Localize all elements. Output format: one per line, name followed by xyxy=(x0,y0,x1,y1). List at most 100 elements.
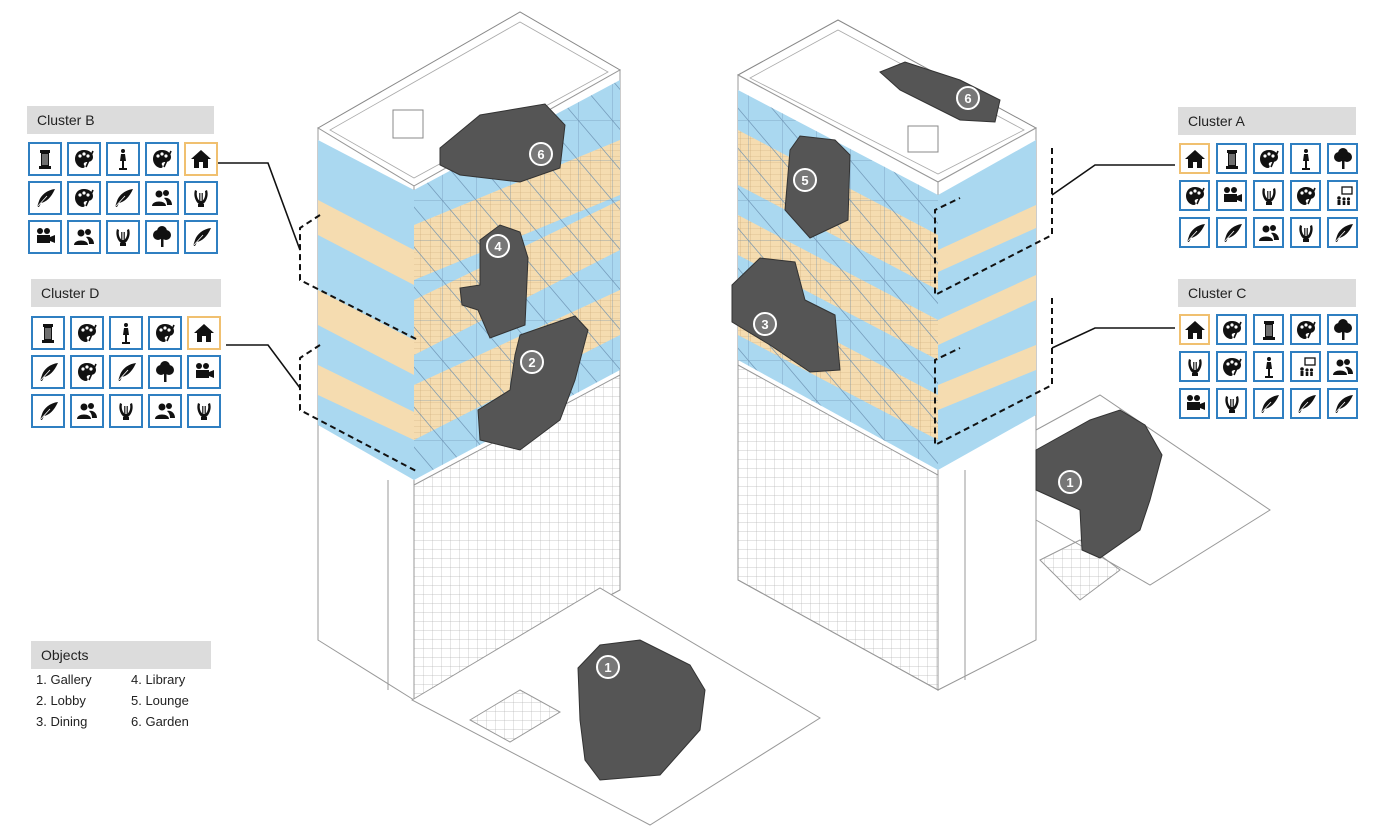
svg-text:1: 1 xyxy=(604,660,611,675)
marker-left-1: 1 xyxy=(596,655,620,679)
house-icon xyxy=(184,142,218,176)
marker-right-5: 5 xyxy=(793,168,817,192)
tree-icon xyxy=(145,220,179,254)
tree-icon xyxy=(148,355,182,389)
cluster-c-title: Cluster C xyxy=(1178,279,1356,307)
palette-icon xyxy=(1216,351,1247,382)
tree-icon xyxy=(1327,143,1358,174)
left-roof-box xyxy=(392,109,424,139)
cluster-d-title: Cluster D xyxy=(31,279,221,307)
house-icon xyxy=(187,316,221,350)
feather-icon xyxy=(109,355,143,389)
feather-icon xyxy=(31,394,65,428)
palette-icon xyxy=(67,181,101,215)
cluster-d-grid xyxy=(31,316,221,428)
left-volume-2 xyxy=(477,315,589,451)
lyre-icon xyxy=(187,394,221,428)
camera-icon xyxy=(28,220,62,254)
lyre-icon xyxy=(184,181,218,215)
feather-icon xyxy=(1179,217,1210,248)
palette-icon xyxy=(70,355,104,389)
people-icon xyxy=(67,220,101,254)
feather-icon xyxy=(31,355,65,389)
object-item-4: 4. Library xyxy=(131,672,186,687)
palette-icon xyxy=(145,142,179,176)
left-volume-4 xyxy=(459,224,529,339)
palette-icon xyxy=(1253,143,1284,174)
palette-icon xyxy=(1290,314,1321,345)
audience-icon xyxy=(1327,180,1358,211)
marker-right-3: 3 xyxy=(753,312,777,336)
svg-text:4: 4 xyxy=(494,239,502,254)
column-icon xyxy=(1253,314,1284,345)
camera-icon xyxy=(1216,180,1247,211)
palette-icon xyxy=(67,142,101,176)
lyre-icon xyxy=(1253,180,1284,211)
feather-icon xyxy=(1253,388,1284,419)
statue-icon xyxy=(109,316,143,350)
palette-icon xyxy=(148,316,182,350)
palette-icon xyxy=(1216,314,1247,345)
palette-icon xyxy=(1290,180,1321,211)
camera-icon xyxy=(187,355,221,389)
feather-icon xyxy=(1327,217,1358,248)
cluster-a-connector xyxy=(1051,164,1175,196)
feather-icon xyxy=(1216,217,1247,248)
people-icon xyxy=(148,394,182,428)
svg-text:2: 2 xyxy=(528,355,535,370)
feather-icon xyxy=(184,220,218,254)
cluster-d-connector xyxy=(226,344,301,389)
lyre-icon xyxy=(106,220,140,254)
people-icon xyxy=(145,181,179,215)
svg-text:1: 1 xyxy=(1066,475,1073,490)
statue-icon xyxy=(1253,351,1284,382)
cluster-b-connector xyxy=(218,162,301,251)
statue-icon xyxy=(106,142,140,176)
people-icon xyxy=(1327,351,1358,382)
left-tower xyxy=(299,11,821,826)
lyre-icon xyxy=(1216,388,1247,419)
svg-text:6: 6 xyxy=(964,91,971,106)
people-icon xyxy=(70,394,104,428)
cluster-b-grid xyxy=(28,142,218,254)
column-icon xyxy=(28,142,62,176)
house-icon xyxy=(1179,314,1210,345)
object-item-2: 2. Lobby xyxy=(36,693,86,708)
svg-text:6: 6 xyxy=(537,147,544,162)
palette-icon xyxy=(70,316,104,350)
objects-legend-title: Objects xyxy=(31,641,211,669)
object-item-6: 6. Garden xyxy=(131,714,189,729)
feather-icon xyxy=(106,181,140,215)
object-item-1: 1. Gallery xyxy=(36,672,92,687)
cluster-c-grid xyxy=(1179,314,1358,419)
feather-icon xyxy=(1327,388,1358,419)
camera-icon xyxy=(1179,388,1210,419)
house-icon xyxy=(1179,143,1210,174)
svg-text:3: 3 xyxy=(761,317,768,332)
lyre-icon xyxy=(1179,351,1210,382)
marker-right-6: 6 xyxy=(956,86,980,110)
column-icon xyxy=(31,316,65,350)
right-roof-box xyxy=(907,125,939,153)
feather-icon xyxy=(1290,388,1321,419)
object-item-5: 5. Lounge xyxy=(131,693,189,708)
cluster-b-title: Cluster B xyxy=(27,106,214,134)
lyre-icon xyxy=(1290,217,1321,248)
cluster-a-title: Cluster A xyxy=(1178,107,1356,135)
statue-icon xyxy=(1290,143,1321,174)
cluster-c-connector xyxy=(1051,327,1175,349)
feather-icon xyxy=(28,181,62,215)
marker-left-4: 4 xyxy=(486,234,510,258)
column-icon xyxy=(1216,143,1247,174)
marker-right-1: 1 xyxy=(1058,470,1082,494)
right-tower xyxy=(731,19,1271,691)
svg-text:5: 5 xyxy=(801,173,808,188)
object-item-3: 3. Dining xyxy=(36,714,88,729)
audience-icon xyxy=(1290,351,1321,382)
right-volume-1 xyxy=(1035,409,1163,559)
people-icon xyxy=(1253,217,1284,248)
cluster-a-grid xyxy=(1179,143,1358,248)
right-volume-5 xyxy=(784,135,851,239)
marker-left-2: 2 xyxy=(520,350,544,374)
